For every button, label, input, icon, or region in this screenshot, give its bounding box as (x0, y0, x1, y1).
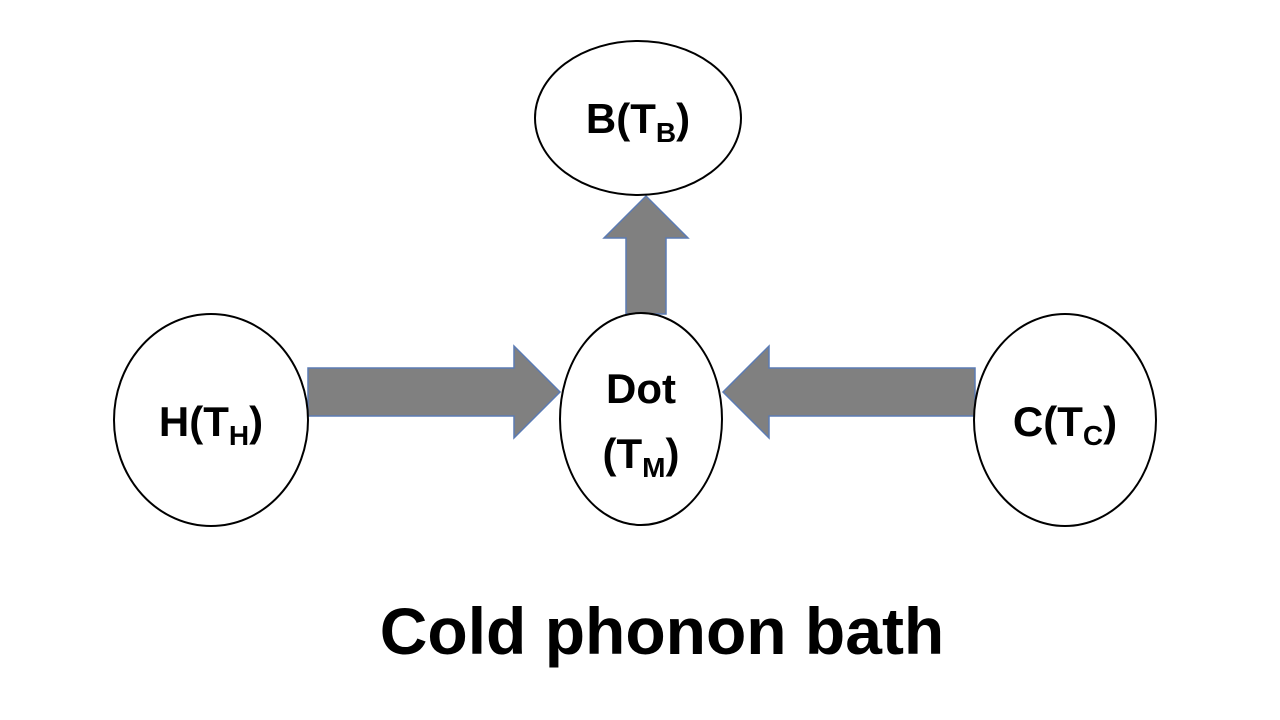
arrow-cold-to-dot (721, 344, 976, 440)
node-cold-ellipse (973, 313, 1157, 527)
arrow-dot-to-bath (602, 194, 690, 315)
node-bath-b-ellipse (534, 40, 742, 196)
node-dot-label: (TM) (603, 430, 680, 483)
node-dot-line1: Dot (606, 365, 676, 412)
node-dot-ellipse (559, 312, 723, 526)
arrow-hot-to-dot (307, 344, 562, 440)
node-dot: Dot (TM) (559, 312, 723, 526)
diagram-caption: Cold phonon bath (380, 594, 945, 668)
node-bath-b-label: B(TB) (586, 95, 690, 148)
node-cold-label: C(TC) (1013, 398, 1117, 451)
node-hot-ellipse (113, 313, 309, 527)
node-bath-b: B(TB) (534, 40, 742, 196)
node-hot-label: H(TH) (159, 398, 263, 451)
node-cold: C(TC) (973, 313, 1157, 527)
node-hot: H(TH) (113, 313, 309, 527)
